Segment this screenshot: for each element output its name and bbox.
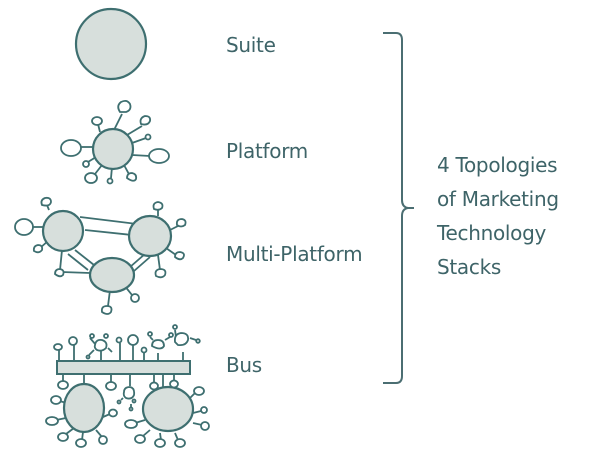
title-line: of Marketing — [437, 187, 559, 211]
title-line: Stacks — [437, 255, 501, 279]
label-suite: Suite — [226, 33, 276, 57]
title-line: Technology — [437, 221, 547, 245]
label-bus: Bus — [226, 353, 262, 377]
label-platform: Platform — [226, 139, 308, 163]
diagram-title: 4 Topologies of Marketing Technology Sta… — [437, 148, 559, 284]
label-multi-platform: Multi-Platform — [226, 242, 363, 266]
single-circle-icon — [74, 7, 148, 81]
hub-with-spokes-icon — [60, 99, 170, 185]
platform-hub — [91, 127, 135, 171]
curly-brace — [383, 32, 414, 384]
suite-circle — [74, 7, 148, 81]
bus-bar — [56, 360, 191, 375]
title-line: 4 Topologies — [437, 153, 558, 177]
connected-hubs-icon — [14, 196, 187, 315]
bus-with-nodes-icon — [45, 324, 210, 448]
